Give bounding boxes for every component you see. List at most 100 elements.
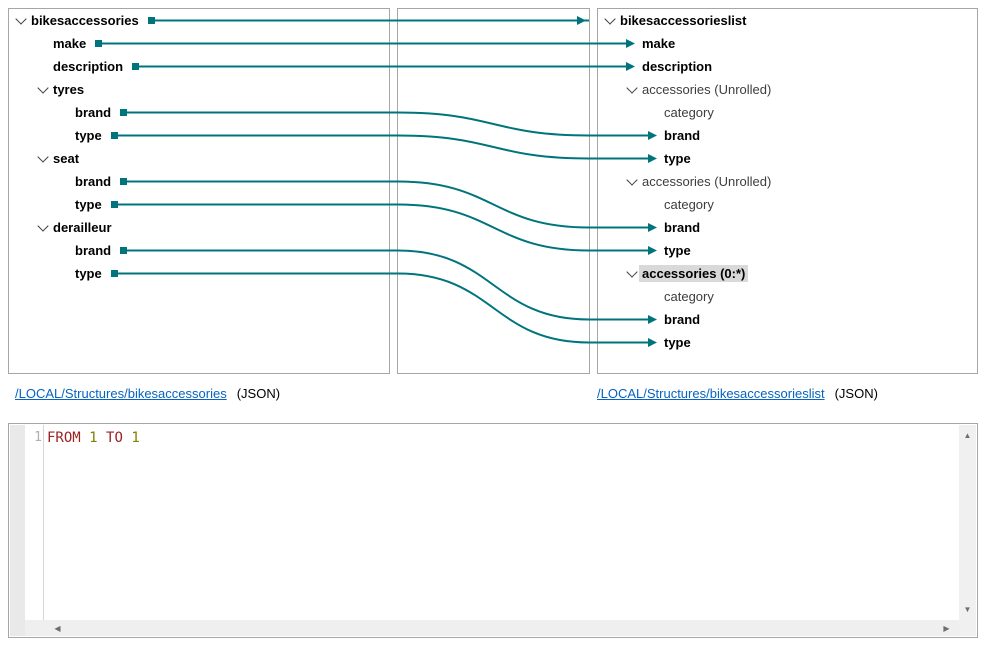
tree-node-type[interactable]: type [9,124,389,147]
chevron-down-icon[interactable] [602,12,617,28]
chevron-spacer [646,289,661,304]
chevron-down-icon[interactable] [35,81,50,97]
chevron-spacer [624,36,639,51]
editor-line-number: 1 [25,425,42,620]
tree-node-tyres[interactable]: tyres [9,78,389,101]
tree-node-label: category [664,105,714,120]
chevron-down-icon[interactable] [624,173,639,189]
connector-handle-icon[interactable] [147,17,155,24]
tree-node-make[interactable]: make [9,32,389,55]
chevron-spacer [57,243,72,258]
connector-handle-icon[interactable] [132,63,140,70]
tree-node-type[interactable]: type [598,147,977,170]
tree-node-brand[interactable]: brand [598,216,977,239]
target-tree-panel: bikesaccessorieslist make description acces… [597,8,978,374]
tree-node-brand[interactable]: brand [9,170,389,193]
code-token-number: 1 [89,430,98,446]
scroll-left-icon[interactable]: ◀ [54,623,61,633]
chevron-spacer [57,197,72,212]
tree-node-label: brand [75,174,112,189]
chevron-spacer [646,105,661,120]
code-token-keyword: TO [106,430,123,446]
editor-margin-strip [10,425,25,636]
tree-node-category[interactable]: category [598,285,977,308]
expression-code-line[interactable]: FROM 1 TO 1 [47,430,140,446]
horizontal-scrollbar[interactable]: ◀ ▶ [25,620,959,636]
scroll-up-icon[interactable]: ▲ [963,431,972,440]
chevron-spacer [57,105,72,120]
scroll-down-icon[interactable]: ▼ [963,605,972,614]
tree-node-description[interactable]: description [598,55,977,78]
chevron-spacer [646,312,661,327]
tree-node-label: accessories (0:*) [639,265,749,282]
tree-node-label: accessories (Unrolled) [642,174,772,189]
tree-node-seat[interactable]: seat [9,147,389,170]
tree-node-brand[interactable]: brand [598,124,977,147]
tree-node-bikesaccessories[interactable]: bikesaccessories [9,9,389,32]
chevron-spacer [57,174,72,189]
chevron-spacer [646,197,661,212]
chevron-down-icon[interactable] [35,150,50,166]
scroll-right-icon[interactable]: ▶ [943,623,950,633]
code-token-keyword: FROM [47,430,81,446]
tree-node-accessories-unrolled[interactable]: accessories (Unrolled) [598,78,977,101]
connector-handle-icon[interactable] [95,40,103,47]
tree-node-category[interactable]: category [598,101,977,124]
mapping-canvas [397,8,590,374]
tree-node-label: seat [53,151,80,166]
tree-node-label: type [664,151,691,166]
chevron-down-icon[interactable] [35,219,50,235]
tree-node-derailleur[interactable]: derailleur [9,216,389,239]
connector-handle-icon[interactable] [120,109,128,116]
expression-editor[interactable]: 1 FROM 1 TO 1 ◀ ▶ ▲ ▼ [8,423,978,638]
connector-handle-icon[interactable] [110,132,118,139]
chevron-spacer [646,243,661,258]
chevron-spacer [57,128,72,143]
tree-node-label: make [642,36,676,51]
chevron-down-icon[interactable] [624,265,639,281]
connector-handle-icon[interactable] [120,247,128,254]
tree-node-label: description [642,59,713,74]
target-structure-format: (JSON) [834,386,878,401]
tree-node-type[interactable]: type [9,193,389,216]
tree-node-brand[interactable]: brand [9,101,389,124]
tree-node-label: type [75,266,102,281]
tree-node-description[interactable]: description [9,55,389,78]
tree-node-label: brand [664,312,701,327]
chevron-down-icon[interactable] [13,12,28,28]
connector-handle-icon[interactable] [110,201,118,208]
tree-node-label: brand [664,128,701,143]
tree-node-category[interactable]: category [598,193,977,216]
chevron-spacer [646,220,661,235]
target-structure-link[interactable]: /LOCAL/Structures/bikesaccessorieslist [597,386,825,401]
connector-handle-icon[interactable] [110,270,118,277]
chevron-down-icon[interactable] [624,81,639,97]
tree-node-accessories-0[interactable]: accessories (0:*) [598,262,977,285]
chevron-spacer [646,335,661,350]
tree-node-label: type [75,128,102,143]
tree-node-label: category [664,289,714,304]
tree-node-label: bikesaccessorieslist [620,13,747,28]
target-structure-link-group: /LOCAL/Structures/bikesaccessorieslist (… [597,386,878,401]
tree-node-brand[interactable]: brand [9,239,389,262]
tree-node-label: accessories (Unrolled) [642,82,772,97]
code-token-number: 1 [131,430,140,446]
tree-node-make[interactable]: make [598,32,977,55]
tree-node-brand[interactable]: brand [598,308,977,331]
tree-node-type[interactable]: type [598,239,977,262]
tree-node-type[interactable]: type [9,262,389,285]
tree-node-type[interactable]: type [598,331,977,354]
connector-handle-icon[interactable] [120,178,128,185]
chevron-spacer [624,59,639,74]
tree-node-label: type [664,335,691,350]
source-structure-link-group: /LOCAL/Structures/bikesaccessories (JSON… [15,386,280,401]
tree-node-label: type [75,197,102,212]
tree-node-accessories-unrolled[interactable]: accessories (Unrolled) [598,170,977,193]
chevron-spacer [35,59,50,74]
vertical-scrollbar[interactable]: ▲ ▼ [959,425,976,636]
chevron-spacer [57,266,72,281]
tree-node-bikesaccessorieslist[interactable]: bikesaccessorieslist [598,9,977,32]
source-structure-link[interactable]: /LOCAL/Structures/bikesaccessories [15,386,227,401]
tree-node-label: category [664,197,714,212]
